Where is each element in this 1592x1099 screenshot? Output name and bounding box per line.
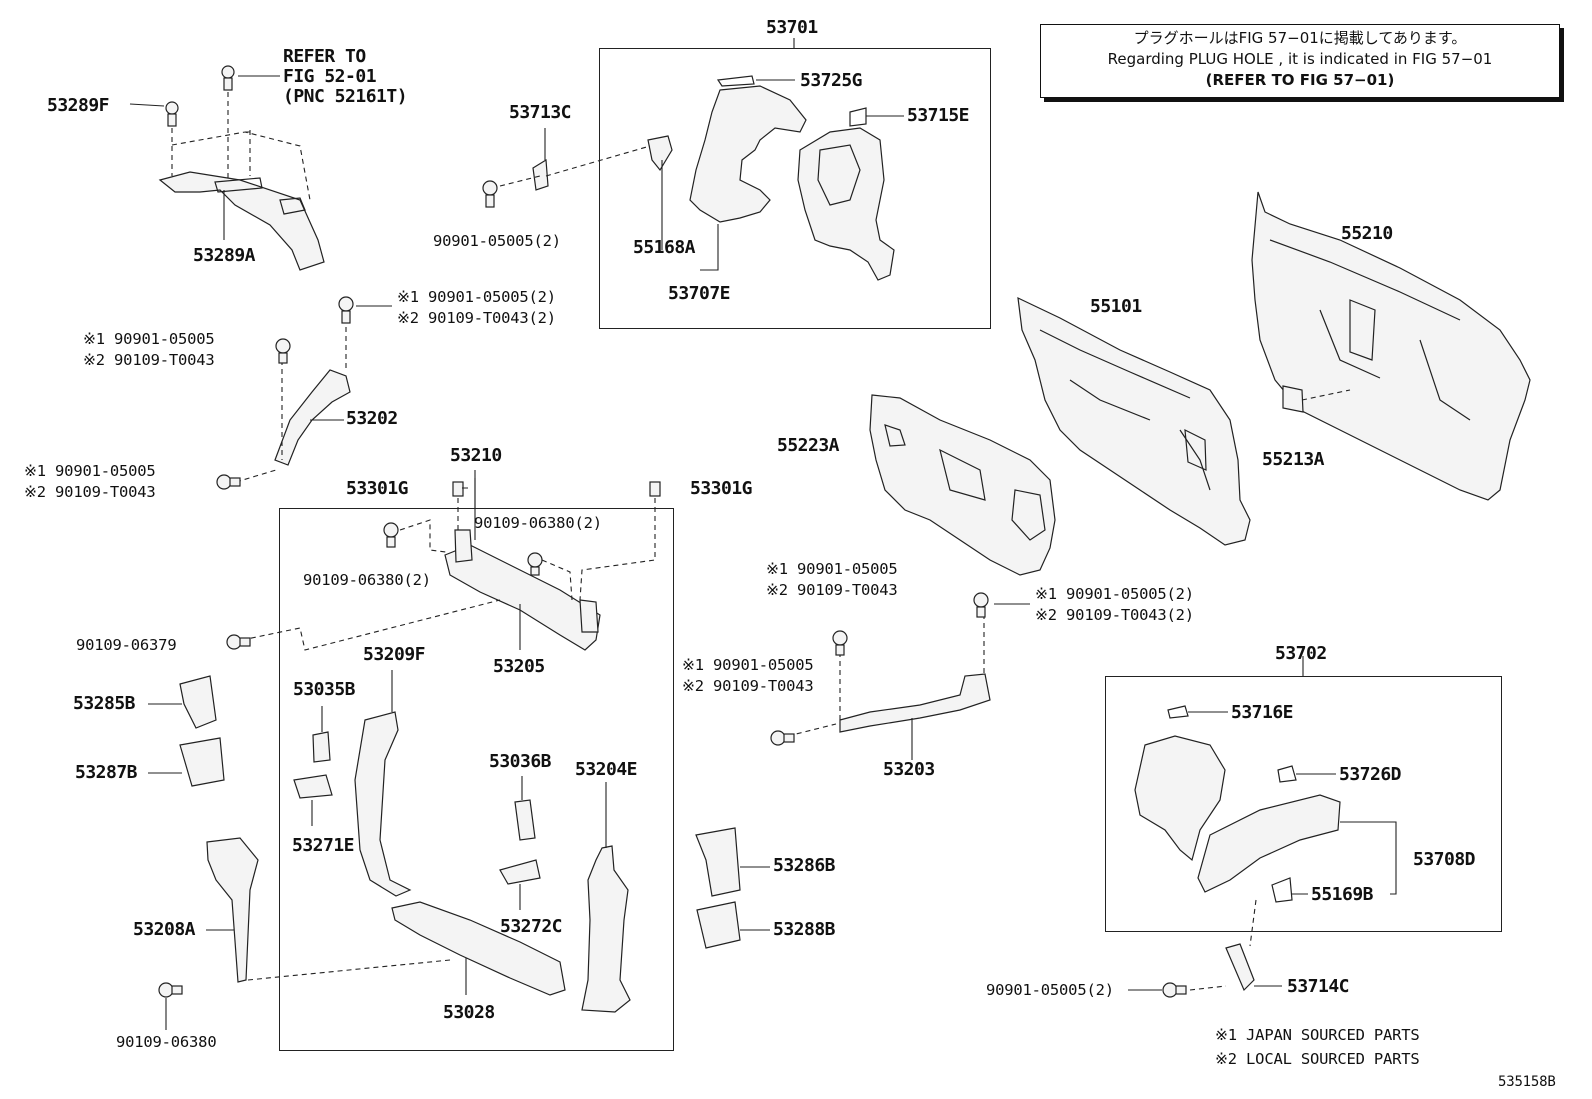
label-53708D: 53708D	[1413, 849, 1476, 870]
label-53713C: 53713C	[509, 102, 572, 123]
figure-id: 535158B	[1498, 1074, 1556, 1090]
label-55213A: 55213A	[1262, 449, 1325, 470]
label-53028: 53028	[443, 1002, 495, 1023]
label-note1-90901-05005-2-b: ※1 90901-05005(2)	[1035, 585, 1194, 603]
label-53725G: 53725G	[800, 70, 863, 91]
notice-japanese: プラグホールはFIG 57−01に掲載してあります。	[1133, 29, 1467, 47]
label-53726D: 53726D	[1339, 764, 1402, 785]
label-90109-06379: 90109-06379	[76, 636, 177, 654]
group-box-53210	[279, 508, 674, 1051]
label-note2-90109-T0043-a: ※2 90109-T0043	[83, 351, 215, 369]
label-note1-90901-05005-c: ※1 90901-05005	[766, 560, 898, 578]
part-53701-drawing	[482, 75, 904, 281]
label-53210: 53210	[450, 445, 502, 466]
label-53208A: 53208A	[133, 919, 196, 940]
legend-japan-sourced: ※1 JAPAN SOURCED PARTS	[1215, 1026, 1420, 1044]
label-90901-05005-2-b: 90901-05005(2)	[986, 981, 1114, 999]
label-53715E: 53715E	[907, 105, 970, 126]
part-left-brackets-drawing	[148, 675, 451, 1030]
label-53036B: 53036B	[489, 751, 552, 772]
label-53203: 53203	[883, 759, 935, 780]
group-box-53701	[599, 48, 991, 329]
notice-reference: (REFER TO FIG 57−01)	[1205, 71, 1395, 89]
legend-local-sourced: ※2 LOCAL SOURCED PARTS	[1215, 1050, 1420, 1068]
label-53272C: 53272C	[500, 916, 563, 937]
label-note2-90109-T0043-c: ※2 90109-T0043	[766, 581, 898, 599]
label-note2-90109-T0043-d: ※2 90109-T0043	[682, 677, 814, 695]
part-53289A-drawing	[129, 65, 325, 271]
part-55223A-drawing	[869, 394, 1056, 576]
label-53716E: 53716E	[1231, 702, 1294, 723]
label-note2-90109-T0043-2-a: ※2 90109-T0043(2)	[397, 309, 556, 327]
plug-hole-notice: プラグホールはFIG 57−01に掲載してあります。 Regarding PLU…	[1040, 24, 1560, 98]
label-note2-90109-T0043-2-b: ※2 90109-T0043(2)	[1035, 606, 1194, 624]
label-note1-90901-05005-d: ※1 90901-05005	[682, 656, 814, 674]
label-53286B: 53286B	[773, 855, 836, 876]
label-53714C: 53714C	[1287, 976, 1350, 997]
part-53202-drawing	[216, 296, 392, 490]
part-53203-drawing	[770, 592, 1030, 760]
label-53035B: 53035B	[293, 679, 356, 700]
label-note1-90901-05005-2-a: ※1 90901-05005(2)	[397, 288, 556, 306]
part-55101-drawing	[1017, 296, 1251, 546]
label-53202: 53202	[346, 408, 398, 429]
label-53205: 53205	[493, 656, 545, 677]
label-53701: 53701	[766, 17, 818, 38]
label-53271E: 53271E	[292, 835, 355, 856]
label-53702: 53702	[1275, 643, 1327, 664]
label-53209F: 53209F	[363, 644, 426, 665]
label-53289A: 53289A	[193, 245, 256, 266]
part-53210-drawing	[226, 478, 661, 1013]
label-53707E: 53707E	[668, 283, 731, 304]
part-55210-drawing	[1251, 191, 1531, 501]
label-note2-90109-T0043-b: ※2 90109-T0043	[24, 483, 156, 501]
label-53287B: 53287B	[75, 762, 138, 783]
label-55168A: 55168A	[633, 237, 696, 258]
label-90901-05005-2-a: 90901-05005(2)	[433, 232, 561, 250]
label-55169B: 55169B	[1311, 884, 1374, 905]
label-55223A: 55223A	[777, 435, 840, 456]
label-53285B: 53285B	[73, 693, 136, 714]
label-90109-06380-2-a: 90109-06380(2)	[474, 514, 602, 532]
label-55101: 55101	[1090, 296, 1142, 317]
label-90109-06380: 90109-06380	[116, 1033, 217, 1051]
label-53204E: 53204E	[575, 759, 638, 780]
part-53702-drawing	[1128, 656, 1397, 998]
label-note1-90901-05005-a: ※1 90901-05005	[83, 330, 215, 348]
label-note1-90901-05005-b: ※1 90901-05005	[24, 462, 156, 480]
notice-english: Regarding PLUG HOLE , it is indicated in…	[1107, 50, 1493, 68]
label-53288B: 53288B	[773, 919, 836, 940]
label-90109-06380-2-b: 90109-06380(2)	[303, 571, 431, 589]
part-53286B-53288B-drawing	[695, 827, 770, 949]
group-box-53702	[1105, 676, 1502, 932]
label-53289F: 53289F	[47, 95, 110, 116]
label-refer-to: REFER TO FIG 52-01 (PNC 52161T)	[283, 46, 408, 107]
label-53301G-a: 53301G	[346, 478, 409, 499]
label-55210: 55210	[1341, 223, 1393, 244]
label-53301G-b: 53301G	[690, 478, 753, 499]
